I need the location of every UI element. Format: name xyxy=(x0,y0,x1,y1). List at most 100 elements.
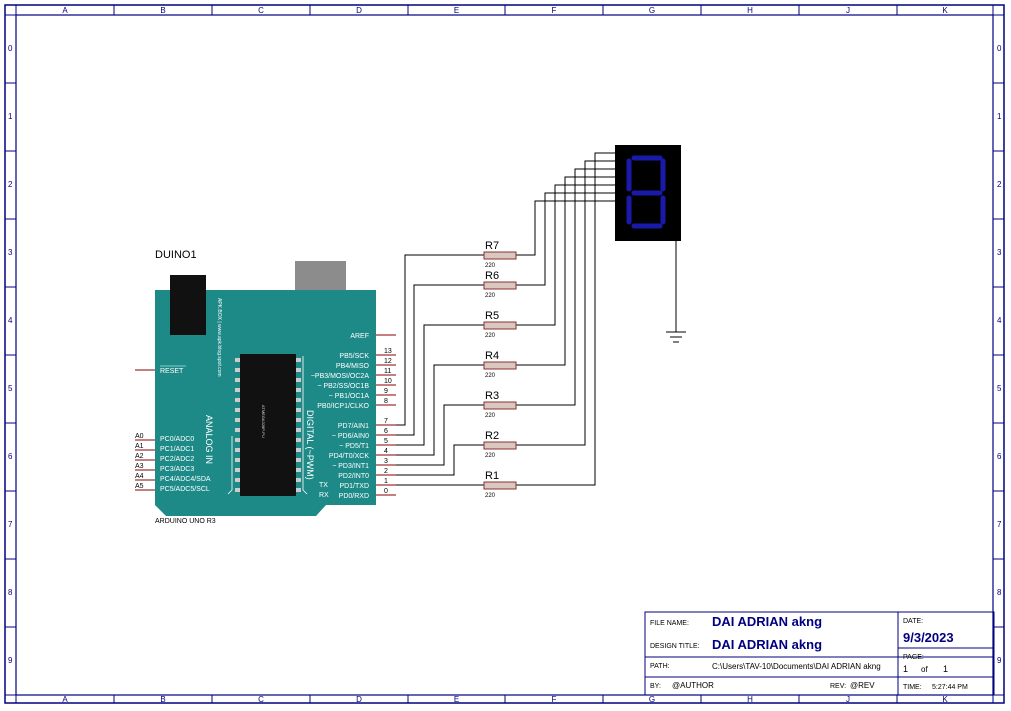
column-label: C xyxy=(258,6,264,15)
page-total: 1 xyxy=(943,664,948,674)
display-segments xyxy=(626,155,666,229)
column-label: D xyxy=(356,6,362,15)
digital-pin-name: ~ PD5/T1 xyxy=(339,443,369,450)
arduino-uno[interactable]: DUINO1 ATMEGA328P-PU APK.BOX | www.apk.b… xyxy=(135,249,396,525)
digital-pin-number: 8 xyxy=(384,398,388,405)
resistor-value: 220 xyxy=(485,333,496,339)
resistor-value: 220 xyxy=(485,263,496,269)
row-label: 5 xyxy=(8,384,13,393)
column-label: B xyxy=(160,695,165,704)
brand-text: APK.BOX | www.apk.blog.spot.com xyxy=(216,298,222,377)
digital-pin-name: ~ PB1/OC1A xyxy=(329,393,370,400)
row-label: 4 xyxy=(997,316,1002,325)
resistor-value: 220 xyxy=(485,293,496,299)
analog-net-label: A4 xyxy=(135,473,144,480)
path-value: C:\Users\TAV-10\Documents\DAI ADRIAN akn… xyxy=(712,662,881,671)
digital-pin-name: PD2/INT0 xyxy=(338,473,369,480)
digital-pin-name: PD0/RXD xyxy=(339,493,369,500)
row-label: 7 xyxy=(997,520,1002,529)
by-label: BY: xyxy=(650,683,661,690)
row-label: 1 xyxy=(997,112,1002,121)
seven-segment-display[interactable] xyxy=(615,145,681,332)
column-label: C xyxy=(258,695,264,704)
row-label: 3 xyxy=(997,248,1002,257)
digital-pin-name: PB0/ICP1/CLKO xyxy=(317,403,369,410)
resistor-ref: R3 xyxy=(485,390,499,402)
column-label: G xyxy=(649,6,655,15)
file-name: DAI ADRIAN akng xyxy=(712,614,822,629)
path-label: PATH: xyxy=(650,663,670,670)
date-label: DATE: xyxy=(903,618,923,625)
column-label: F xyxy=(552,6,557,15)
analog-pin-name: PC3/ADC3 xyxy=(160,466,194,473)
resistor-ref: R6 xyxy=(485,270,499,282)
resistor-body[interactable] xyxy=(483,401,517,410)
time-value: 5:27:44 PM xyxy=(932,684,968,691)
column-label: G xyxy=(649,695,655,704)
digital-pin-name: ~PB3/MOSI/OC2A xyxy=(311,373,369,380)
row-label: 8 xyxy=(997,588,1002,597)
mcu-chip xyxy=(240,354,296,496)
resistor-ref: R1 xyxy=(485,470,499,482)
page-number: 1 xyxy=(903,664,908,674)
resistor-body[interactable] xyxy=(483,481,517,490)
column-label: F xyxy=(552,695,557,704)
column-label: H xyxy=(747,6,753,15)
digital-pin-number: 1 xyxy=(384,478,388,485)
power-jack xyxy=(170,275,206,335)
column-label: K xyxy=(942,695,948,704)
column-label: B xyxy=(160,6,165,15)
analog-pin-name: PC4/ADC4/SDA xyxy=(160,476,211,483)
resistor-value: 220 xyxy=(485,493,496,499)
wires xyxy=(396,152,615,486)
design-title: DAI ADRIAN akng xyxy=(712,637,822,652)
resistor-ref: R4 xyxy=(485,350,499,362)
column-label: E xyxy=(454,6,459,15)
resistor-ref: R5 xyxy=(485,310,499,322)
digital-pin-name: PD7/AIN1 xyxy=(338,423,369,430)
analog-label: ANALOG IN xyxy=(204,415,214,464)
digital-label: DIGITAL (~PWM) xyxy=(305,410,315,480)
digital-pin-name: PD4/T0/XCK xyxy=(329,453,369,460)
analog-net-label: A0 xyxy=(135,433,144,440)
analog-net-label: A1 xyxy=(135,443,144,450)
rx-label: RX xyxy=(319,492,329,499)
row-label: 0 xyxy=(997,44,1002,53)
page-of: of xyxy=(921,665,928,674)
digital-pin-number: 9 xyxy=(384,388,388,395)
analog-net-label: A3 xyxy=(135,463,144,470)
resistor-value: 220 xyxy=(485,413,496,419)
rev-label: REV: xyxy=(830,683,846,690)
analog-net-label: A2 xyxy=(135,453,144,460)
analog-pin-name: PC5/ADC5/SCL xyxy=(160,486,210,493)
resistor-body[interactable] xyxy=(483,361,517,370)
resistor-body[interactable] xyxy=(483,251,517,260)
row-label: 6 xyxy=(997,452,1002,461)
analog-pin-name: PC0/ADC0 xyxy=(160,436,194,443)
column-label: K xyxy=(942,6,948,15)
resistor-body[interactable] xyxy=(483,321,517,330)
row-label: 8 xyxy=(8,588,13,597)
resistor-body[interactable] xyxy=(483,441,517,450)
time-label: TIME: xyxy=(903,684,922,691)
resistor-ref: R7 xyxy=(485,240,499,252)
file-name-label: FILE NAME: xyxy=(650,620,689,627)
digital-pin-name: PB4/MISO xyxy=(336,363,370,370)
digital-pin-number: 10 xyxy=(384,378,392,385)
digital-pin-number: 3 xyxy=(384,458,388,465)
digital-pin-number: 13 xyxy=(384,348,392,355)
date-value: 9/3/2023 xyxy=(903,630,954,645)
row-label: 3 xyxy=(8,248,13,257)
row-label: 5 xyxy=(997,384,1002,393)
rev-value: @REV xyxy=(850,681,875,690)
title-block: FILE NAME: DAI ADRIAN akng DESIGN TITLE:… xyxy=(644,611,995,696)
analog-pin-name: PC2/ADC2 xyxy=(160,456,194,463)
row-label: 9 xyxy=(8,656,13,665)
author-value: @AUTHOR xyxy=(672,681,714,690)
analog-pin-name: PC1/ADC1 xyxy=(160,446,194,453)
column-label: J xyxy=(846,6,850,15)
column-label: D xyxy=(356,695,362,704)
resistor-body[interactable] xyxy=(483,281,517,290)
